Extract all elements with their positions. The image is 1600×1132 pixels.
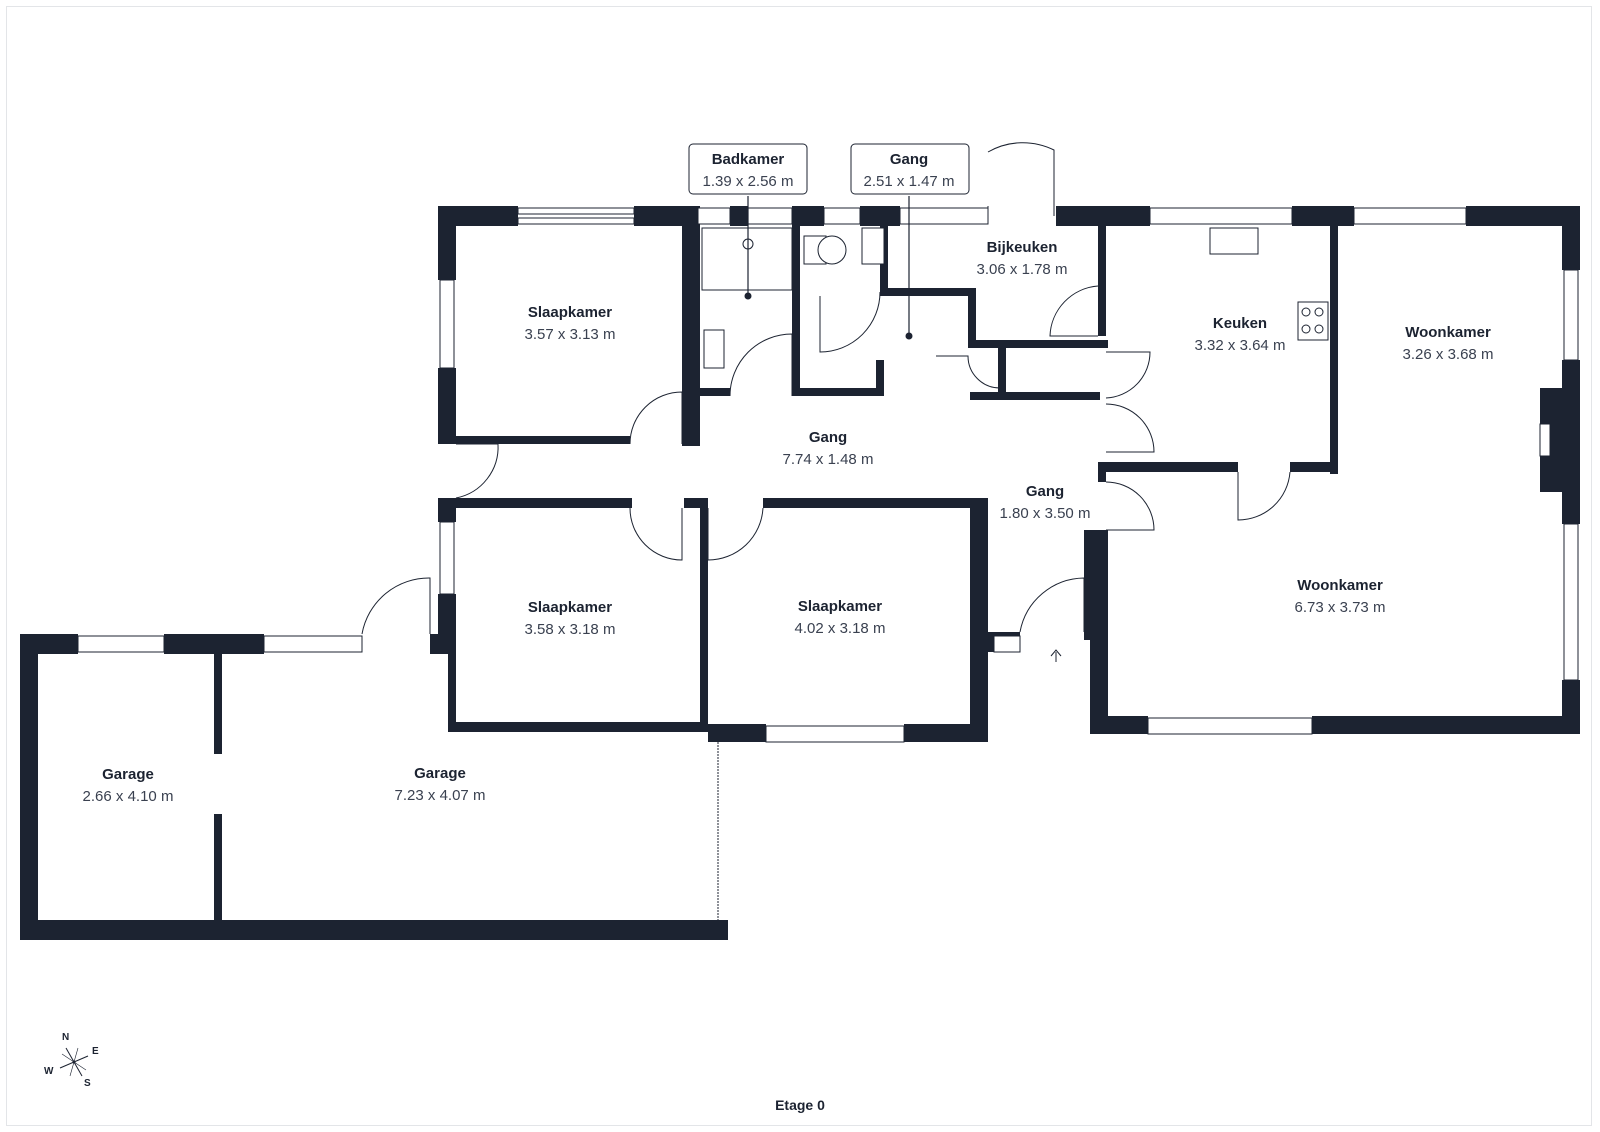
slaapkamer-s-dims: 4.02 x 3.18 m: [795, 620, 886, 637]
garage-large-dims: 7.23 x 4.07 m: [395, 787, 486, 804]
badkamer-name: Badkamer: [712, 151, 785, 168]
kitchen-sink-fixture: [1209, 227, 1259, 255]
compass-icon: N E S W: [44, 1032, 99, 1089]
page-frame: [6, 6, 1592, 1126]
shower-fixture: [701, 227, 793, 291]
garage-large-name: Garage: [414, 765, 466, 782]
slaapkamer-nw-dims: 3.57 x 3.13 m: [525, 326, 616, 343]
gang-callout-name: Gang: [890, 151, 928, 168]
garage-small-dims: 2.66 x 4.10 m: [83, 788, 174, 805]
slaapkamer-sw-dims: 3.58 x 3.18 m: [525, 621, 616, 638]
slaapkamer-sw-name: Slaapkamer: [528, 599, 612, 616]
woonkamer-ne-dims: 3.26 x 3.68 m: [1403, 346, 1494, 363]
compass-w: W: [44, 1066, 54, 1077]
slaapkamer-nw-name: Slaapkamer: [528, 304, 612, 321]
gang-main-name: Gang: [809, 429, 847, 446]
walls: [20, 206, 1580, 940]
keuken-name: Keuken: [1213, 315, 1267, 332]
gang-callout-dims: 2.51 x 1.47 m: [864, 173, 955, 190]
slaapkamer-s-name: Slaapkamer: [798, 598, 882, 615]
gang-main-dims: 7.74 x 1.48 m: [783, 451, 874, 468]
badkamer-dims: 1.39 x 2.56 m: [703, 173, 794, 190]
woonkamer-se-name: Woonkamer: [1297, 577, 1383, 594]
cooktop-fixture: [1297, 301, 1329, 341]
compass-s: S: [84, 1078, 91, 1089]
floor-label: Etage 0: [775, 1097, 825, 1113]
windows: [77, 207, 1579, 920]
compass-e: E: [92, 1046, 99, 1057]
gang-east-name: Gang: [1026, 483, 1064, 500]
bijkeuken-dims: 3.06 x 1.78 m: [977, 261, 1068, 278]
washbasin-fixture: [861, 227, 885, 265]
doors: [361, 142, 1291, 635]
compass-n: N: [62, 1032, 69, 1043]
bijkeuken-name: Bijkeuken: [987, 239, 1058, 256]
garage-small-name: Garage: [102, 766, 154, 783]
callout-gang: [850, 143, 970, 195]
callout-badkamer: [688, 143, 808, 195]
sink-fixture: [703, 329, 725, 369]
callout-leaders: [747, 196, 910, 336]
room-labels: Badkamer 1.39 x 2.56 m Gang 2.51 x 1.47 …: [83, 151, 1494, 805]
keuken-dims: 3.32 x 3.64 m: [1195, 337, 1286, 354]
woonkamer-se-dims: 6.73 x 3.73 m: [1295, 599, 1386, 616]
fireplace-fixture: [1539, 423, 1551, 457]
fixtures: [701, 227, 1551, 662]
woonkamer-ne-name: Woonkamer: [1405, 324, 1491, 341]
gang-east-dims: 1.80 x 3.50 m: [1000, 505, 1091, 522]
